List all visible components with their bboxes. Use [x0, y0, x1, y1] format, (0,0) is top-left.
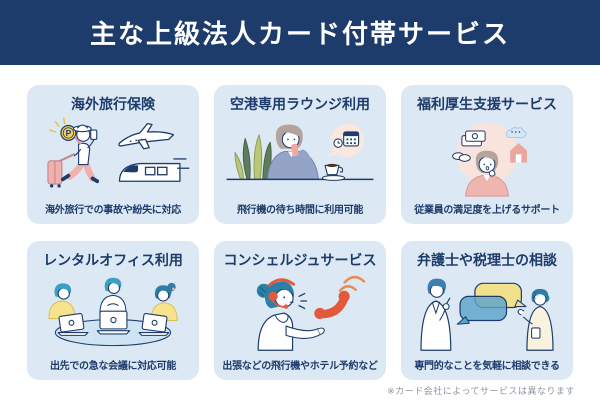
card-concierge-service: コンシェルジュサービス: [214, 241, 386, 380]
card-airport-lounge: 空港専用ラウンジ利用: [214, 85, 386, 224]
card-title: 福利厚生支援サービス: [417, 96, 557, 112]
card-caption: 出張などの飛行機やホテル予約など: [222, 361, 378, 372]
consultation-illustration-svg: [420, 278, 554, 351]
header-banner: 主な上級法人カード付帯サービス: [0, 0, 600, 65]
card-title: 弁護士や税理士の相談: [417, 252, 557, 268]
lounge-illustration-svg: [226, 123, 374, 181]
card-caption: 従業員の満足度を上げるサポート: [414, 205, 560, 216]
welfare-illustration-svg: [452, 122, 527, 197]
card-caption: 出先での急な会議に対応可能: [49, 361, 177, 372]
card-rental-office: レンタルオフィス利用: [27, 241, 199, 380]
woman-coffee-lounge-illustration: [218, 114, 382, 201]
card-caption: 専門的なことを気軽に相談できる: [414, 361, 560, 372]
card-title: コンシェルジュサービス: [223, 252, 377, 268]
meeting-laptops-illustration: [31, 270, 195, 357]
page-title: 主な上級法人カード付帯サービス: [89, 19, 510, 49]
traveler-plane-train-illustration: P: [31, 114, 195, 201]
office-illustration-svg: [48, 277, 178, 346]
two-people-talking-illustration: [405, 270, 569, 357]
card-caption: 海外旅行での事故や紛失に対応: [45, 205, 181, 216]
card-title: レンタルオフィス利用: [43, 252, 183, 268]
operator-phone-illustration: [218, 270, 382, 357]
footnote: ※カード会社によってサービスは異なります: [387, 386, 575, 396]
woman-thinking-benefits-illustration: [405, 114, 569, 201]
card-welfare-support: 福利厚生支援サービス: [401, 85, 573, 224]
services-grid: 海外旅行保険 P: [27, 85, 573, 380]
concierge-illustration-svg: [256, 275, 366, 351]
travel-illustration-svg: P: [47, 116, 190, 188]
card-title: 空港専用ラウンジ利用: [230, 96, 370, 112]
card-lawyer-tax-consultation: 弁護士や税理士の相談: [401, 241, 573, 380]
card-overseas-travel-insurance: 海外旅行保険 P: [27, 85, 199, 224]
card-title: 海外旅行保険: [71, 96, 155, 112]
svg-text:P: P: [66, 128, 72, 138]
card-caption: 飛行機の待ち時間に利用可能: [236, 205, 364, 216]
